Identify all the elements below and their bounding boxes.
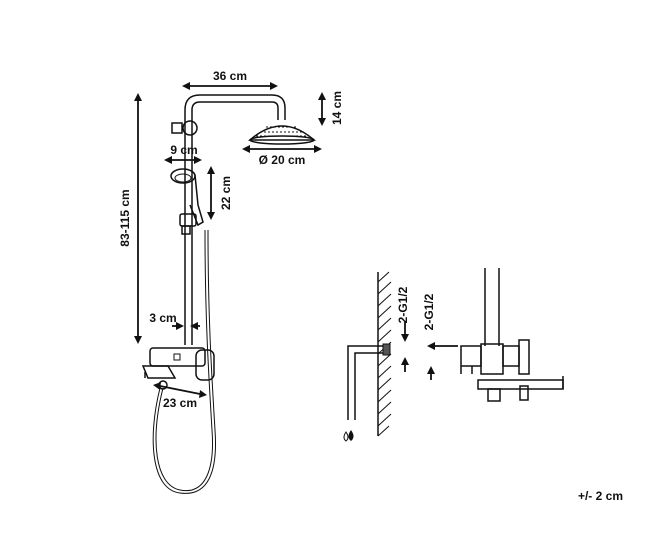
rain-shower-head xyxy=(248,125,316,145)
installation-detail: 2-G1/2 2-G1/2 xyxy=(343,268,564,442)
inlet-fitting xyxy=(382,343,391,356)
wall-bracket xyxy=(182,120,198,136)
head-height-label: 14 cm xyxy=(330,91,344,125)
shower-system xyxy=(141,94,316,494)
inlet-left-label: 2-G1/2 xyxy=(396,286,410,323)
spout-length-label: 23 cm xyxy=(163,396,197,410)
hand-shower-width-dimension: 9 cm xyxy=(164,143,202,164)
water-drop-icon xyxy=(348,430,354,441)
wall-offset-label: 3 cm xyxy=(149,311,176,325)
wall-offset-dimension: 3 cm xyxy=(149,311,200,330)
mixer-valve xyxy=(141,347,215,390)
spout-length-dimension: 23 cm xyxy=(153,382,207,410)
hand-shower xyxy=(170,168,204,227)
hand-shower-width-label: 9 cm xyxy=(170,143,197,157)
arm-length-label: 36 cm xyxy=(213,69,247,83)
total-height-label: 83-115 cm xyxy=(118,189,132,246)
tolerance-note: +/- 2 cm xyxy=(578,489,623,503)
head-diameter-dimension: Ø 20 cm xyxy=(242,145,322,167)
arm-length-dimension: 36 cm xyxy=(182,69,278,90)
slide-range-label: 22 cm xyxy=(219,176,233,210)
head-diameter-label: Ø 20 cm xyxy=(259,153,306,167)
shower-arm xyxy=(184,94,286,120)
head-height-dimension: 14 cm xyxy=(318,91,344,126)
shower-hose xyxy=(155,229,214,492)
inlet-right-label: 2-G1/2 xyxy=(422,293,436,330)
mixer-side-view xyxy=(460,268,564,402)
total-height-dimension: 83-115 cm xyxy=(118,93,142,344)
slide-range-dimension: 22 cm xyxy=(207,166,233,220)
supply-pipe xyxy=(347,345,388,420)
